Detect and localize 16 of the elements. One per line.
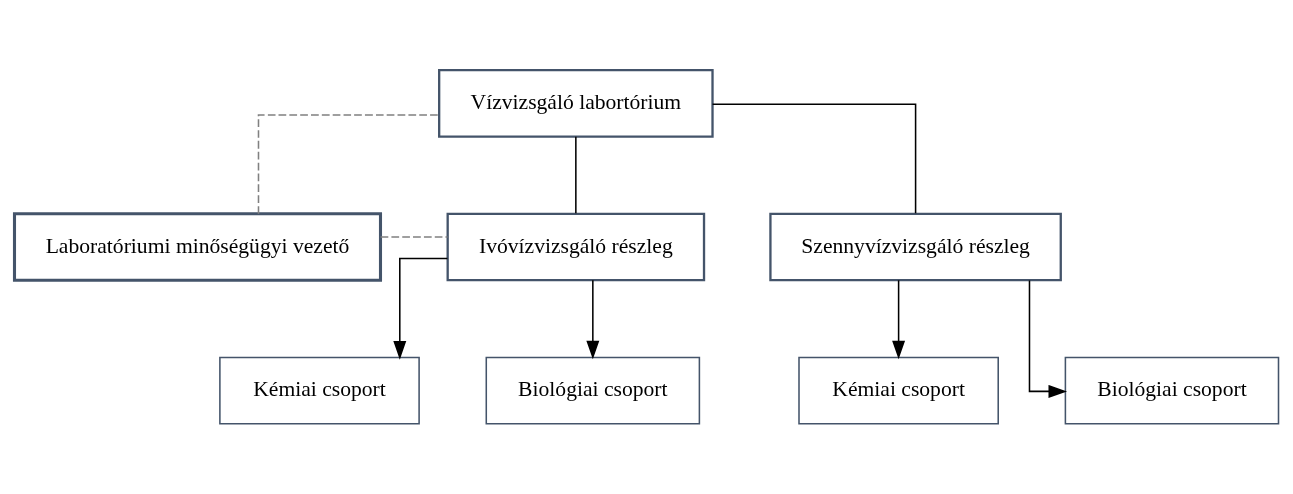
connector: [711, 103, 917, 214]
node-box: Kémiai csoport: [798, 356, 999, 425]
node-box: Biológiai csoport: [485, 356, 701, 425]
connector: [379, 236, 449, 238]
node-box: Laboratóriumi minőségügyi vezető: [12, 212, 383, 282]
arrow: [892, 279, 906, 360]
node-box: Ivóvízvizsgáló részleg: [446, 212, 706, 282]
node-box: Szennyvízvizsgáló részleg: [769, 212, 1062, 282]
connector: [575, 135, 577, 215]
arrow: [586, 279, 600, 360]
node-box: Biológiai csoport: [1064, 356, 1280, 425]
node-box: Vízvizsgáló labortórium: [438, 69, 714, 138]
connector: [257, 114, 440, 215]
arrow: [1028, 279, 1068, 398]
arrow: [393, 257, 449, 360]
node-box: Kémiai csoport: [219, 356, 420, 425]
